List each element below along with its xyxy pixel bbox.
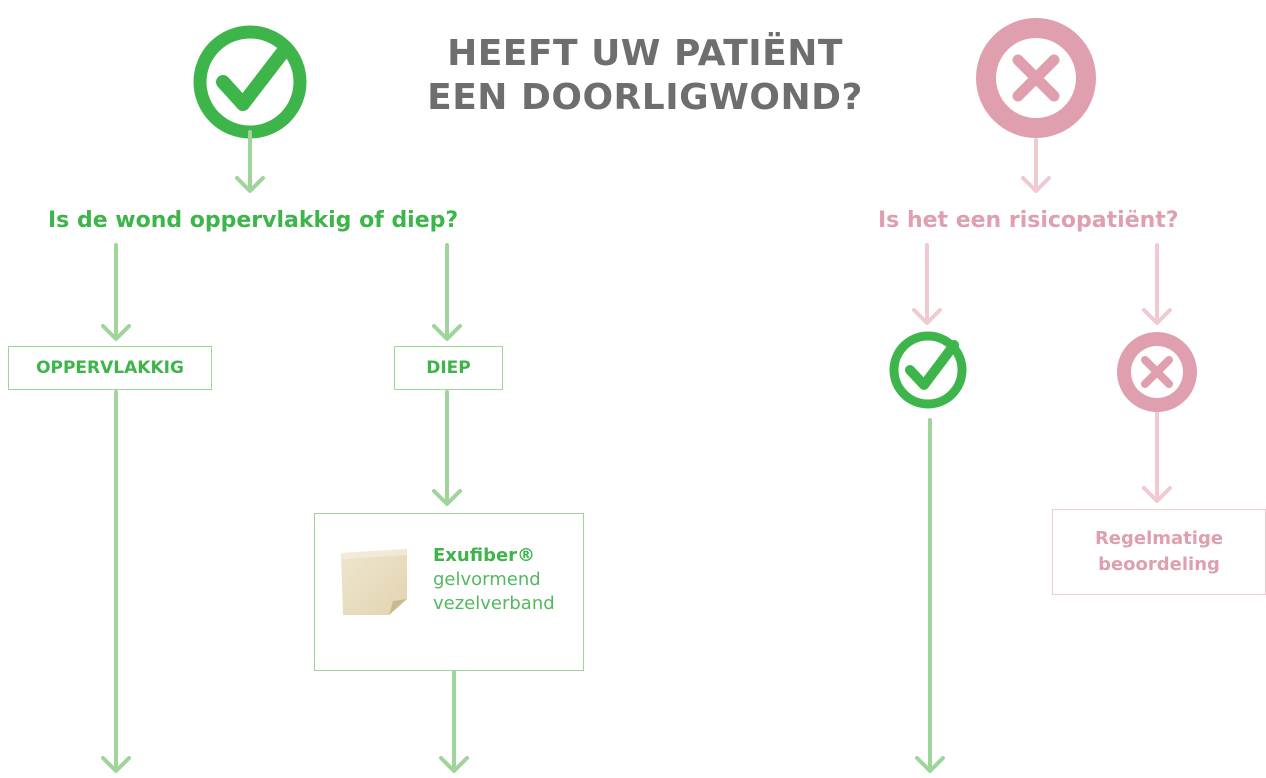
title-line-2: EEN DOORLIGWOND? bbox=[427, 77, 863, 118]
dressing-image-icon bbox=[341, 549, 407, 615]
superficial-box: OPPERVLAKKIG bbox=[8, 346, 212, 390]
title-line-1: HEEFT UW PATIËNT bbox=[447, 33, 843, 74]
risk-patient-question: Is het een risicopatiënt? bbox=[878, 208, 1179, 233]
product-description-line-1: gelvormend bbox=[433, 569, 541, 590]
product-box: Exufiber® gelvormend vezelverband bbox=[314, 513, 584, 671]
risk-no-x-circle-icon bbox=[1117, 332, 1197, 412]
product-name: Exufiber® bbox=[433, 545, 536, 566]
product-description-line-2: vezelverband bbox=[433, 593, 555, 614]
top-check-circle-icon bbox=[193, 25, 307, 139]
risk-yes-check-circle-icon bbox=[889, 331, 967, 409]
regular-assessment-box: Regelmatige beoordeling bbox=[1052, 509, 1266, 595]
pink-connectors bbox=[912, 138, 1172, 503]
wound-depth-question: Is de wond oppervlakkig of diep? bbox=[48, 208, 459, 233]
product-text: Exufiber® gelvormend vezelverband bbox=[433, 544, 555, 616]
outcome-line-1: Regelmatige bbox=[1094, 528, 1224, 549]
outcome-line-2: beoordeling bbox=[1098, 554, 1220, 575]
page-title: HEEFT UW PATIËNT EEN DOORLIGWOND? bbox=[420, 32, 870, 120]
green-connectors bbox=[101, 130, 945, 773]
top-x-circle-icon bbox=[976, 18, 1096, 138]
deep-box: DIEP bbox=[394, 346, 503, 390]
